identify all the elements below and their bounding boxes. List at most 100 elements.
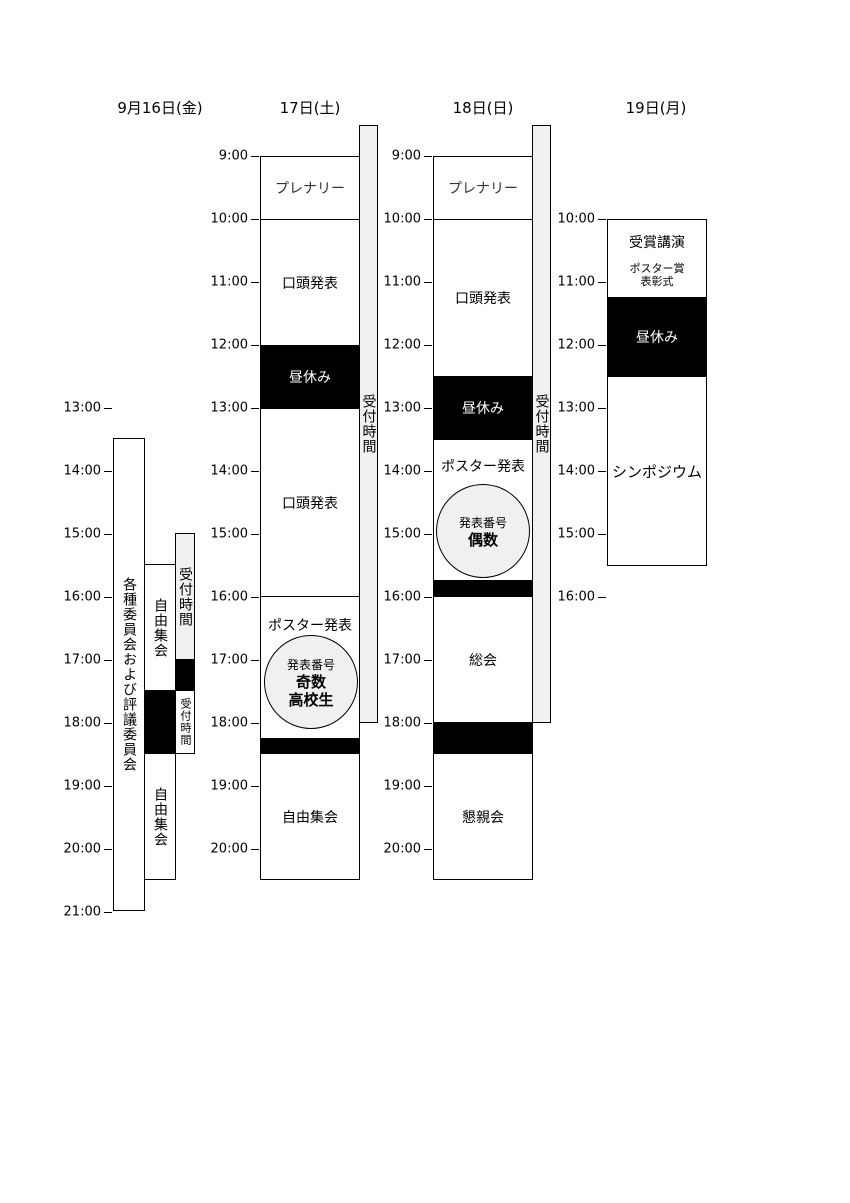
time-tick-mark bbox=[104, 408, 112, 409]
time-tick-mark bbox=[598, 597, 606, 598]
time-tick-label: 21:00 bbox=[63, 904, 101, 920]
time-tick-label: 11:00 bbox=[210, 274, 248, 290]
poster-number-badge: 発表番号 奇数 高校生 bbox=[264, 635, 358, 729]
time-tick-label: 16:00 bbox=[63, 589, 101, 605]
banquet-block: 懇親会 bbox=[433, 753, 533, 880]
badge-odd: 奇数 bbox=[295, 672, 326, 691]
poster-award-label: ポスター賞 bbox=[629, 262, 685, 275]
break-block bbox=[260, 738, 360, 754]
time-tick-label: 10:00 bbox=[383, 211, 421, 227]
time-tick-label: 14:00 bbox=[383, 463, 421, 479]
reception-block: 受付時間 bbox=[175, 690, 195, 754]
time-tick-mark bbox=[598, 345, 606, 346]
time-tick-mark bbox=[424, 786, 432, 787]
time-tick-mark bbox=[424, 219, 432, 220]
time-tick-mark bbox=[251, 219, 259, 220]
day-header-16: 9月16日(金) bbox=[117, 99, 203, 117]
reception-block: 受付時間 bbox=[532, 125, 551, 723]
time-tick-mark bbox=[251, 282, 259, 283]
time-tick-mark bbox=[251, 786, 259, 787]
reception-block: 受付時間 bbox=[175, 533, 195, 660]
free-meeting-block: 自由集会 bbox=[260, 753, 360, 880]
time-tick-mark bbox=[598, 471, 606, 472]
time-tick-mark bbox=[424, 345, 432, 346]
time-tick-label: 12:00 bbox=[210, 337, 248, 353]
time-tick-label: 16:00 bbox=[210, 589, 248, 605]
time-tick-mark bbox=[424, 660, 432, 661]
time-tick-mark bbox=[251, 660, 259, 661]
time-tick-mark bbox=[424, 597, 432, 598]
time-tick-label: 18:00 bbox=[210, 715, 248, 731]
day-header-17: 17日(土) bbox=[279, 99, 341, 117]
time-tick-mark bbox=[598, 534, 606, 535]
award-lecture-label: 受賞講演 bbox=[629, 235, 685, 251]
plenary-block: プレナリー bbox=[260, 156, 360, 220]
time-tick-label: 13:00 bbox=[383, 400, 421, 416]
poster-label: ポスター発表 bbox=[268, 618, 352, 634]
time-tick-label: 10:00 bbox=[557, 211, 595, 227]
badge-label: 発表番号 bbox=[286, 657, 335, 672]
time-tick-mark bbox=[104, 471, 112, 472]
time-tick-mark bbox=[104, 660, 112, 661]
oral-presentation-block: 口頭発表 bbox=[433, 219, 533, 377]
time-tick-label: 10:00 bbox=[210, 211, 248, 227]
time-tick-label: 9:00 bbox=[391, 148, 421, 164]
badge-even: 偶数 bbox=[467, 530, 498, 549]
time-tick-mark bbox=[104, 723, 112, 724]
badge-label: 発表番号 bbox=[458, 515, 507, 530]
time-tick-label: 16:00 bbox=[383, 589, 421, 605]
time-tick-mark bbox=[104, 849, 112, 850]
time-tick-mark bbox=[251, 534, 259, 535]
time-tick-label: 20:00 bbox=[210, 841, 248, 857]
time-tick-label: 17:00 bbox=[63, 652, 101, 668]
poster-label: ポスター発表 bbox=[441, 459, 525, 475]
time-tick-label: 15:00 bbox=[383, 526, 421, 542]
time-tick-mark bbox=[424, 534, 432, 535]
time-tick-label: 17:00 bbox=[383, 652, 421, 668]
time-tick-label: 18:00 bbox=[63, 715, 101, 731]
lunch-block: 昼休み bbox=[260, 345, 360, 409]
time-tick-label: 20:00 bbox=[383, 841, 421, 857]
time-tick-mark bbox=[251, 849, 259, 850]
time-tick-label: 20:00 bbox=[63, 841, 101, 857]
time-tick-mark bbox=[251, 345, 259, 346]
time-tick-mark bbox=[598, 219, 606, 220]
badge-high-school: 高校生 bbox=[288, 690, 334, 709]
free-meeting-block: 自由集会 bbox=[144, 753, 176, 880]
time-tick-label: 15:00 bbox=[210, 526, 248, 542]
time-tick-mark bbox=[424, 723, 432, 724]
time-tick-label: 14:00 bbox=[210, 463, 248, 479]
time-tick-label: 12:00 bbox=[557, 337, 595, 353]
break-block bbox=[144, 690, 176, 754]
plenary-block: プレナリー bbox=[433, 156, 533, 220]
time-tick-label: 17:00 bbox=[210, 652, 248, 668]
time-tick-label: 9:00 bbox=[218, 148, 248, 164]
time-tick-label: 19:00 bbox=[210, 778, 248, 794]
time-tick-mark bbox=[251, 408, 259, 409]
poster-number-badge: 発表番号 偶数 bbox=[436, 484, 530, 578]
time-tick-mark bbox=[104, 534, 112, 535]
lunch-block: 昼休み bbox=[433, 376, 533, 440]
time-tick-label: 15:00 bbox=[63, 526, 101, 542]
general-meeting-block: 総会 bbox=[433, 596, 533, 723]
time-tick-label: 13:00 bbox=[557, 400, 595, 416]
symposium-block: シンポジウム bbox=[607, 376, 707, 566]
time-tick-label: 12:00 bbox=[383, 337, 421, 353]
time-tick-mark bbox=[424, 156, 432, 157]
award-lecture-block: 受賞講演 ポスター賞 表彰式 bbox=[607, 219, 707, 299]
time-tick-label: 13:00 bbox=[210, 400, 248, 416]
time-tick-mark bbox=[598, 408, 606, 409]
oral-presentation-block: 口頭発表 bbox=[260, 408, 360, 598]
committee-block: 各種委員会および評議委員会 bbox=[113, 438, 145, 911]
time-tick-mark bbox=[104, 786, 112, 787]
time-tick-mark bbox=[251, 723, 259, 724]
time-tick-label: 14:00 bbox=[63, 463, 101, 479]
time-tick-label: 19:00 bbox=[63, 778, 101, 794]
time-tick-mark bbox=[424, 849, 432, 850]
break-block bbox=[433, 580, 533, 597]
time-tick-label: 11:00 bbox=[557, 274, 595, 290]
time-tick-label: 19:00 bbox=[383, 778, 421, 794]
day-header-18: 18日(日) bbox=[452, 99, 514, 117]
day-header-19: 19日(月) bbox=[625, 99, 687, 117]
